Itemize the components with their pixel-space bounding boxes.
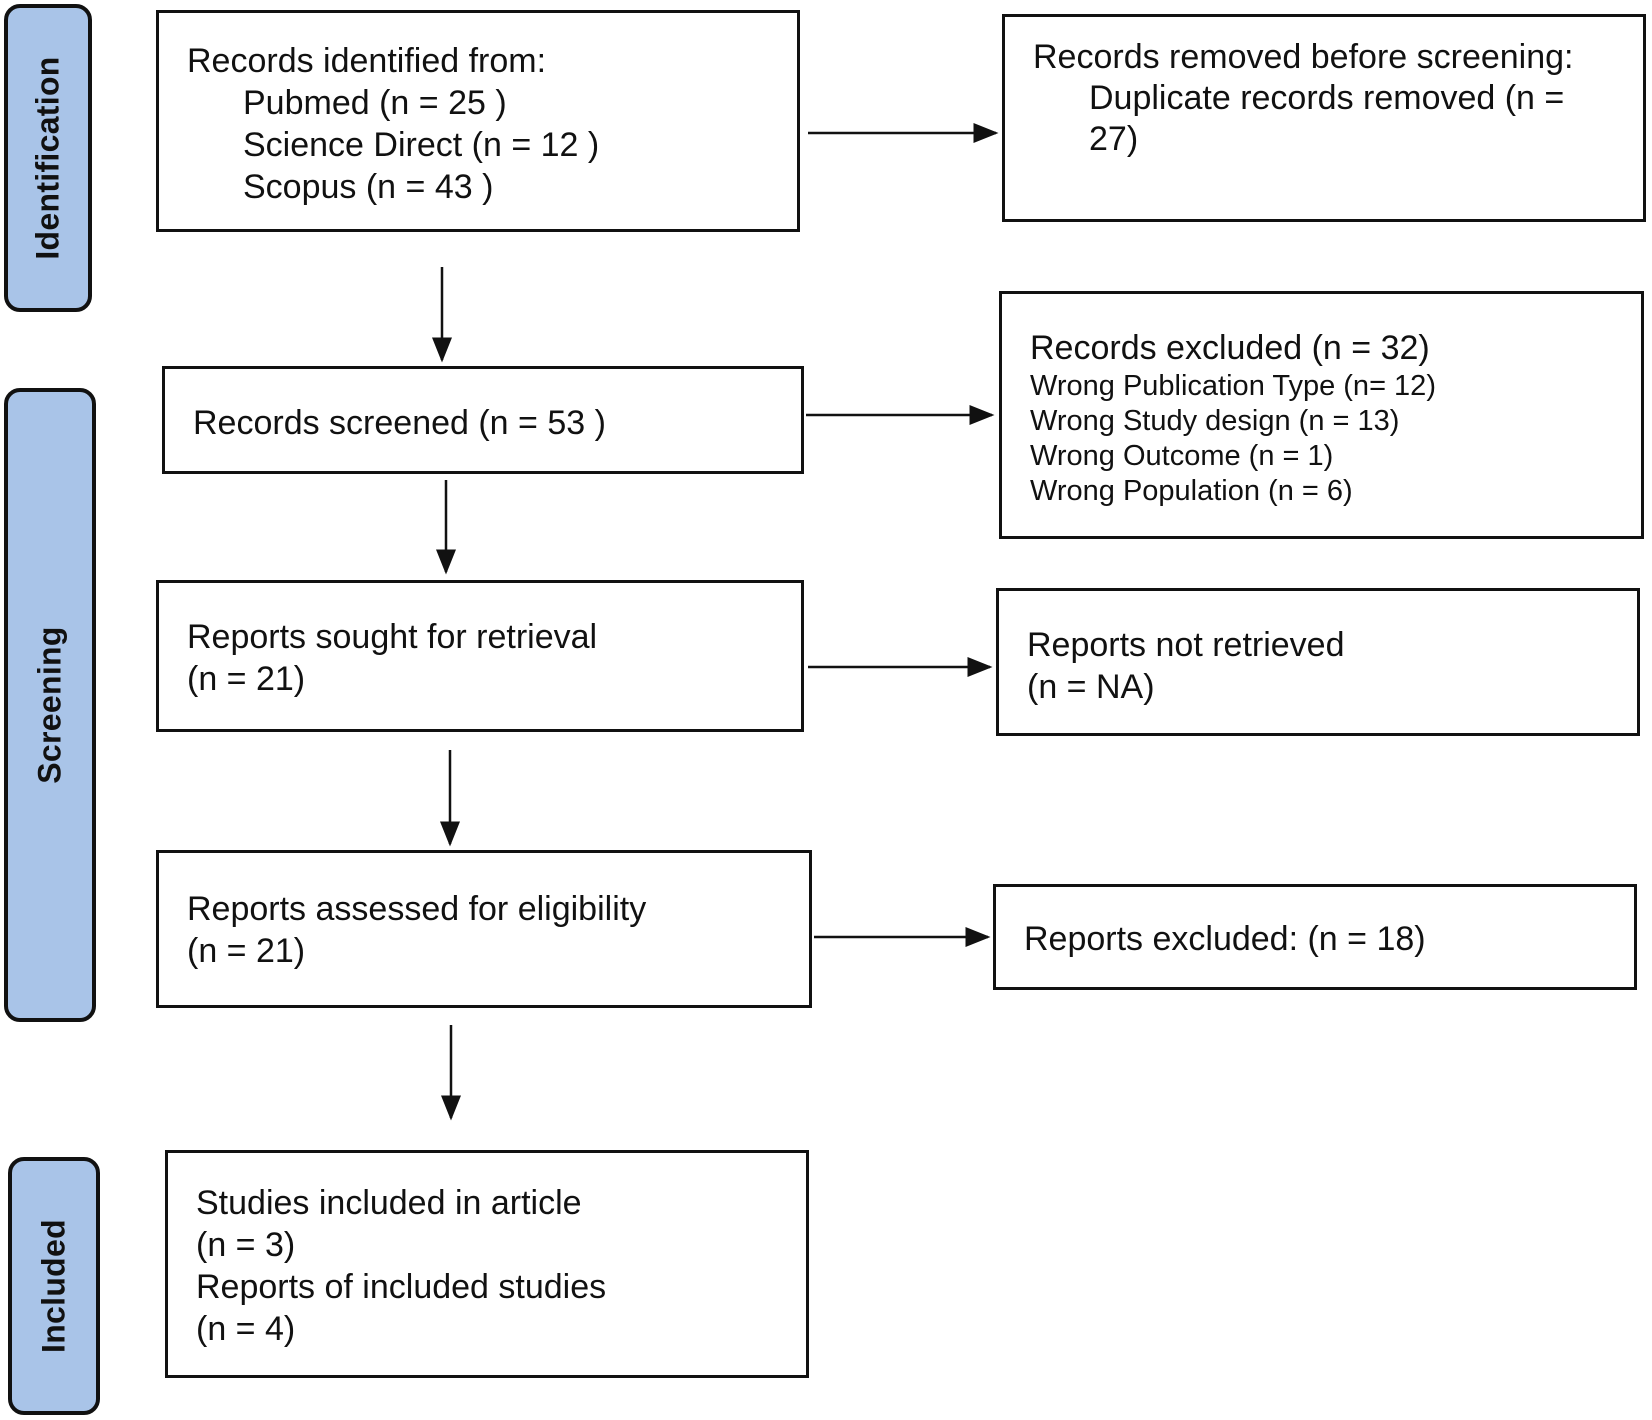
phase-screening: Screening	[4, 388, 96, 1022]
source-science-direct: Science Direct (n = 12 )	[243, 126, 600, 164]
studies-included-count: (n = 3)	[196, 1226, 296, 1264]
source-scopus: Scopus (n = 43 )	[243, 168, 494, 206]
records-identified-title: Records identified from:	[187, 42, 547, 80]
reports-not-retrieved-label: Reports not retrieved	[1027, 626, 1345, 664]
exclusion-reason-study-design: Wrong Study design (n = 13)	[1030, 405, 1400, 437]
reports-assessed-count: (n = 21)	[187, 932, 306, 970]
studies-included-label: Studies included in article	[196, 1184, 582, 1222]
duplicates-removed-line-2: 27)	[1089, 120, 1139, 158]
reports-assessed-box: Reports assessed for eligibility (n = 21…	[156, 850, 812, 1008]
reports-sought-label: Reports sought for retrieval	[187, 618, 598, 656]
reports-assessed-label: Reports assessed for eligibility	[187, 890, 647, 928]
records-excluded-box: Records excluded (n = 32) Wrong Publicat…	[999, 291, 1644, 539]
records-screened-text: Records screened (n = 53 )	[193, 404, 606, 442]
records-removed-box: Records removed before screening: Duplic…	[1002, 14, 1646, 222]
exclusion-reason-publication-type: Wrong Publication Type (n= 12)	[1030, 370, 1436, 402]
exclusion-reason-outcome: Wrong Outcome (n = 1)	[1030, 440, 1334, 472]
reports-excluded-box: Reports excluded: (n = 18)	[993, 884, 1637, 990]
reports-sought-box: Reports sought for retrieval (n = 21)	[156, 580, 804, 732]
source-pubmed: Pubmed (n = 25 )	[243, 84, 507, 122]
reports-not-retrieved-count: (n = NA)	[1027, 668, 1155, 706]
records-removed-title: Records removed before screening:	[1033, 38, 1574, 76]
phase-identification: Identification	[4, 4, 92, 312]
reports-not-retrieved-box: Reports not retrieved (n = NA)	[996, 588, 1640, 736]
records-excluded-title: Records excluded (n = 32)	[1030, 329, 1430, 367]
duplicates-removed-line-1: Duplicate records removed (n =	[1089, 79, 1565, 117]
included-reports-label: Reports of included studies	[196, 1268, 607, 1306]
records-identified-box: Records identified from: Pubmed (n = 25 …	[156, 10, 800, 232]
included-reports-count: (n = 4)	[196, 1310, 296, 1348]
reports-sought-count: (n = 21)	[187, 660, 306, 698]
records-screened-box: Records screened (n = 53 )	[162, 366, 804, 474]
studies-included-box: Studies included in article (n = 3) Repo…	[165, 1150, 809, 1378]
phase-included: Included	[8, 1157, 100, 1415]
reports-excluded-text: Reports excluded: (n = 18)	[1024, 920, 1426, 958]
exclusion-reason-population: Wrong Population (n = 6)	[1030, 475, 1353, 507]
